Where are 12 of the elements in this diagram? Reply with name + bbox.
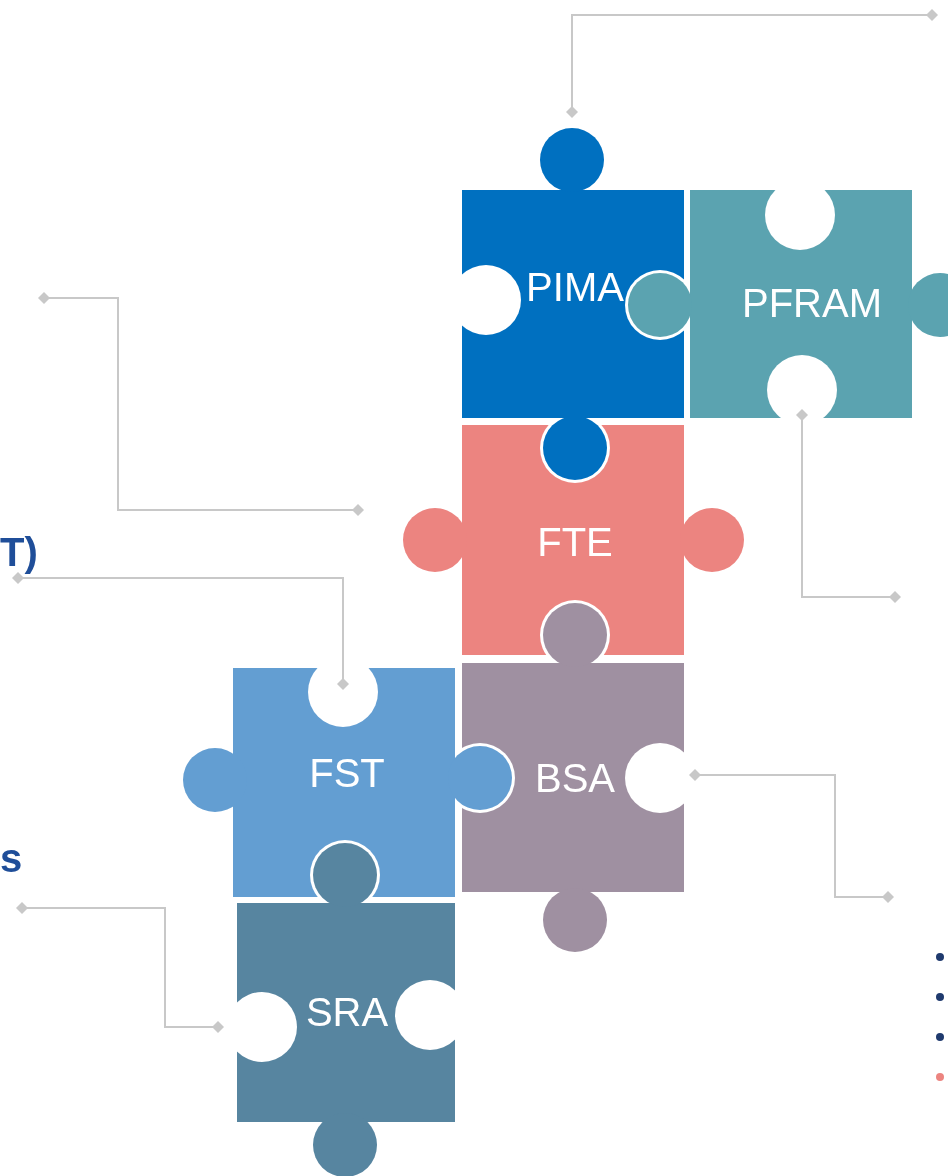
piece-label: SRA	[305, 989, 389, 1035]
text-fragment: s	[0, 838, 23, 878]
leader-line	[16, 902, 224, 1033]
piece-label: PIMA	[526, 264, 624, 310]
text-fragment: T)	[0, 532, 38, 572]
piece-label: PFRAM	[742, 280, 882, 326]
piece-label: FST	[309, 750, 385, 796]
piece-label: FTE	[537, 519, 613, 565]
leader-line	[566, 9, 938, 118]
leader-line	[689, 769, 894, 903]
piece-label: BSA	[535, 755, 615, 801]
leader-line	[38, 292, 364, 516]
